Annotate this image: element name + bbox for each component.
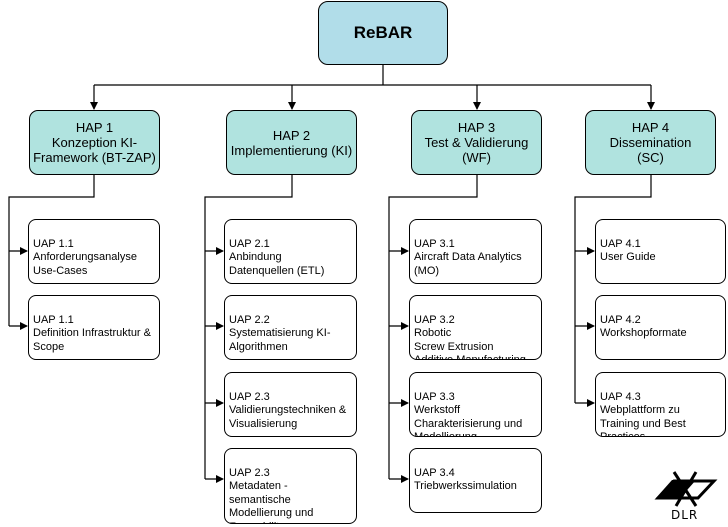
hap-4-line1: HAP 4: [631, 120, 670, 135]
dlr-logo-text: DLR: [671, 508, 699, 522]
uap-label: UAP 4.3 Webplattform zu Training und Bes…: [600, 390, 686, 437]
dlr-logo-icon: [654, 471, 718, 507]
uap-label: UAP 3.3 Werkstoff Charakterisierung und …: [414, 390, 523, 437]
uap-3-3-node: UAP 3.3 Werkstoff Charakterisierung und …: [409, 372, 542, 437]
hap-2-line2: Implementierung (KI): [230, 142, 353, 158]
uap-label: UAP 2.3 Validierungstechniken & Visualis…: [229, 390, 347, 430]
hap-2-line1: HAP 2: [272, 127, 311, 143]
uap-2-2-node: UAP 2.2 Systematisierung KI- Algorithmen: [224, 295, 357, 360]
uap-label: UAP 1.1 Anforderungsanalyse Use-Cases: [33, 237, 137, 277]
uap-1-2-node: UAP 1.1 Definition Infrastruktur & Scope: [28, 295, 160, 360]
hap-4-line2: Dissemination: [609, 135, 692, 150]
uap-label: UAP 2.3 Metadaten - semantische Modellie…: [229, 466, 314, 524]
uap-3-1-node: UAP 3.1 Aircraft Data Analytics (MO): [409, 219, 542, 284]
uap-label: UAP 3.4 Triebwerkssimulation: [414, 466, 517, 493]
hap-3-line1: HAP 3: [457, 120, 496, 135]
uap-label: UAP 4.1 User Guide: [600, 237, 656, 264]
uap-label: UAP 3.1 Aircraft Data Analytics (MO): [414, 237, 522, 277]
uap-label: UAP 3.2 Robotic Screw Extrusion Additive…: [414, 313, 526, 360]
root-node: ReBAR: [318, 1, 448, 65]
hap2-branch: [204, 175, 293, 479]
uap-label: UAP 4.2 Workshopformate: [600, 313, 687, 340]
hap4-branch: [574, 175, 652, 403]
hap-3-line2: Test & Validierung: [424, 135, 529, 150]
hap-1-line2: Konzeption KI-: [51, 135, 138, 150]
hap-1-line3: Framework (BT-ZAP): [33, 150, 156, 165]
hap1-branch: [8, 175, 95, 326]
uap-label: UAP 2.2 Systematisierung KI- Algorithmen: [229, 313, 331, 353]
uap-label: UAP 2.1 Anbindung Datenquellen (ETL): [229, 237, 325, 277]
hap-4-node: HAP 4 Dissemination (SC): [585, 110, 716, 175]
hap3-branch: [388, 175, 478, 479]
hap-1-line1: HAP 1: [75, 120, 114, 135]
uap-1-1-node: UAP 1.1 Anforderungsanalyse Use-Cases: [28, 219, 160, 284]
hap-3-line3: (WF): [462, 150, 491, 165]
uap-4-2-node: UAP 4.2 Workshopformate: [595, 295, 726, 360]
hap-4-line3: (SC): [637, 150, 664, 165]
hap-1-node: HAP 1 Konzeption KI- Framework (BT-ZAP): [29, 110, 160, 175]
uap-2-3-node: UAP 2.3 Validierungstechniken & Visualis…: [224, 372, 357, 437]
hap-3-node: HAP 3 Test & Validierung (WF): [411, 110, 542, 175]
uap-2-4-node: UAP 2.3 Metadaten - semantische Modellie…: [224, 448, 357, 524]
uap-4-3-node: UAP 4.3 Webplattform zu Training und Bes…: [595, 372, 726, 437]
uap-3-4-node: UAP 3.4 Triebwerkssimulation: [409, 448, 542, 513]
uap-label: UAP 1.1 Definition Infrastruktur & Scope: [33, 313, 151, 353]
uap-3-2-node: UAP 3.2 Robotic Screw Extrusion Additive…: [409, 295, 542, 360]
hap-2-node: HAP 2 Implementierung (KI): [226, 110, 357, 175]
root-title: ReBAR: [353, 23, 413, 42]
uap-4-1-node: UAP 4.1 User Guide: [595, 219, 726, 284]
uap-2-1-node: UAP 2.1 Anbindung Datenquellen (ETL): [224, 219, 357, 284]
